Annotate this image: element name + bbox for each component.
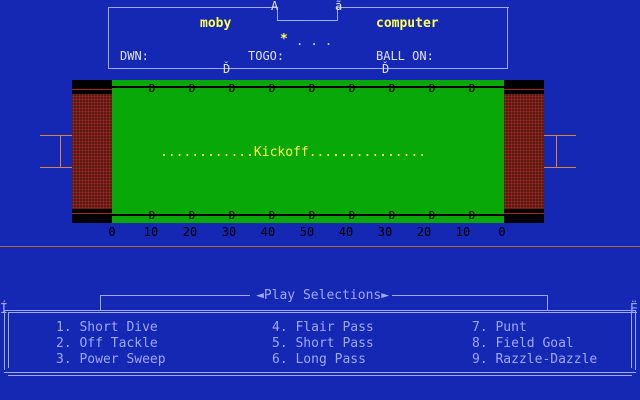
- scoreboard-border-top-right: [337, 7, 509, 8]
- endzone-left: [72, 80, 112, 223]
- hash-mark-top: D: [308, 82, 316, 95]
- endzone-right: [504, 80, 544, 223]
- hash-mark-top: D: [468, 82, 476, 95]
- play-option-1[interactable]: 1. Short Dive: [56, 320, 158, 335]
- ps-frame-bottom-inner: [8, 375, 632, 376]
- hash-mark-top: D: [268, 82, 276, 95]
- yard-label: 30: [221, 225, 237, 239]
- endzone-right-top-line: [504, 89, 544, 90]
- play-option-5[interactable]: 5. Short Pass: [272, 336, 374, 351]
- endzone-right-bottom-band: [504, 209, 544, 223]
- hash-mark-bottom: D: [148, 209, 156, 222]
- yard-label: 10: [143, 225, 159, 239]
- play-option-9[interactable]: 9. Razzle-Dazzle: [472, 352, 598, 367]
- hash-mark-top: D: [188, 82, 196, 95]
- ps-title-tick-right: [547, 295, 548, 311]
- kickoff-message: ............Kickoff...............: [160, 145, 427, 160]
- hash-mark-bottom: D: [268, 209, 276, 222]
- endzone-left-top-line: [72, 89, 112, 90]
- endzone-left-bottom-band: [72, 209, 112, 223]
- ps-frame-top-outer: [4, 310, 636, 311]
- hash-mark-bottom: D: [228, 209, 236, 222]
- scoreboard-notch-bottom: [277, 20, 338, 21]
- divider-line: [0, 246, 640, 247]
- ps-frame-right-inner: [631, 312, 632, 368]
- play-option-6[interactable]: 6. Long Pass: [272, 352, 366, 367]
- hash-mark-top: D: [428, 82, 436, 95]
- play-option-3[interactable]: 3. Power Sweep: [56, 352, 166, 367]
- hash-mark-bottom: D: [428, 209, 436, 222]
- ps-frame-top-inner: [8, 312, 632, 313]
- endzone-right-bottom-line: [504, 213, 544, 214]
- scoreboard-notch-left: [277, 7, 278, 21]
- endzone-left-bottom-line: [72, 213, 112, 214]
- hash-mark-bottom: D: [468, 209, 476, 222]
- goalpost-right-top-bar: [544, 135, 576, 136]
- yard-label: 0: [498, 225, 506, 239]
- yard-label: 40: [260, 225, 276, 239]
- yard-label: 20: [416, 225, 432, 239]
- scrimmage-marker: Ď: [382, 62, 390, 76]
- team-right-name: computer: [376, 16, 439, 31]
- ps-left-glyph: Í: [0, 302, 8, 317]
- scoreboard-notch-right: [337, 7, 338, 21]
- field-sideline-top: [112, 86, 504, 88]
- goalpost-right-bottom-bar: [544, 167, 576, 168]
- hash-mark-top: D: [148, 82, 156, 95]
- hash-mark-bottom: D: [188, 209, 196, 222]
- yard-label: 0: [108, 225, 116, 239]
- ps-title-line-right: [392, 295, 548, 296]
- ball-on-label: BALL ON:: [376, 49, 434, 63]
- ps-title-line-left: [100, 295, 250, 296]
- possession-dots: . . .: [296, 34, 333, 48]
- ps-frame-right-outer: [635, 310, 636, 370]
- endzone-right-top-band: [504, 80, 544, 94]
- ps-frame-left-inner: [8, 312, 9, 368]
- yard-label: 10: [455, 225, 471, 239]
- football-field: D D D D D D D D D D D D D D D D D D: [112, 80, 504, 223]
- play-option-7[interactable]: 7. Punt: [472, 320, 527, 335]
- hash-mark-bottom: D: [348, 209, 356, 222]
- field-sideline-bottom: [112, 214, 504, 216]
- scoreboard-top-left-glyph: Â: [271, 0, 279, 13]
- endzone-left-top-band: [72, 80, 112, 94]
- togo-label: TOGO:: [248, 49, 285, 63]
- play-option-8[interactable]: 8. Field Goal: [472, 336, 574, 351]
- scoreboard-bottom-glyph: Ď: [223, 62, 231, 76]
- yard-label: 30: [377, 225, 393, 239]
- ps-title-tick-left: [100, 295, 101, 311]
- team-left-name: moby: [200, 16, 232, 31]
- play-selections-title: ◄Play Selections►: [256, 288, 390, 303]
- ps-right-glyph: Ë: [630, 302, 638, 317]
- hash-mark-bottom: D: [308, 209, 316, 222]
- yard-label: 40: [338, 225, 354, 239]
- goalpost-right-upright: [556, 135, 557, 168]
- goalpost-left-bottom-bar: [40, 167, 72, 168]
- hash-mark-top: D: [388, 82, 396, 95]
- hash-mark-top: D: [348, 82, 356, 95]
- ps-frame-left-outer: [4, 310, 5, 370]
- ps-frame-bottom-outer: [4, 372, 636, 373]
- hash-mark-top: D: [228, 82, 236, 95]
- scoreboard: Â ã moby computer * . . . DWN: TOGO: BAL…: [108, 0, 509, 76]
- play-option-2[interactable]: 2. Off Tackle: [56, 336, 158, 351]
- scoreboard-top-right-glyph: ã: [335, 0, 343, 13]
- hash-mark-bottom: D: [388, 209, 396, 222]
- goalpost-left-upright: [60, 135, 61, 168]
- yard-label: 50: [299, 225, 315, 239]
- scoreboard-border-top-left: [109, 7, 277, 8]
- possession-marker: *: [280, 32, 288, 47]
- goalpost-left-top-bar: [40, 135, 72, 136]
- play-option-4[interactable]: 4. Flair Pass: [272, 320, 374, 335]
- yard-label: 20: [182, 225, 198, 239]
- down-label: DWN:: [120, 49, 149, 63]
